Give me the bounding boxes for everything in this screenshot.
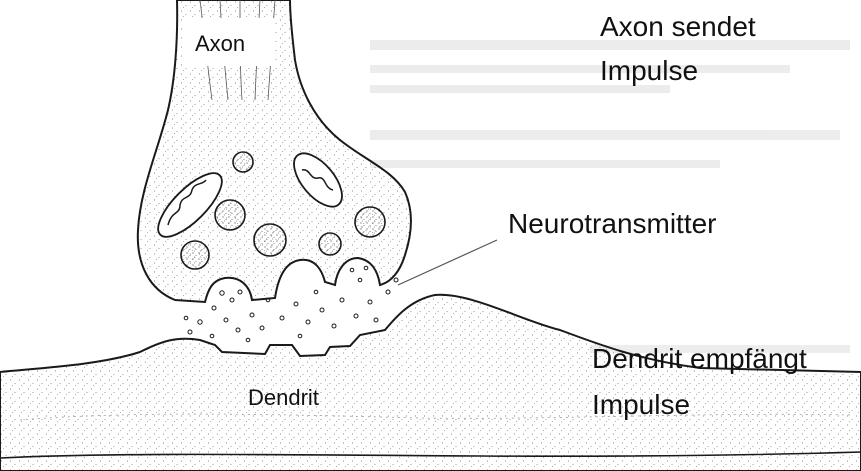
neurotransmitter-pointer [398,240,497,285]
label-axon: Axon [195,31,245,56]
label-neurotransmitter: Neurotransmitter [508,208,717,239]
label-dendrite-receives-line1: Dendrit empfängt [592,343,807,374]
label-axon-sends-line2: Impulse [600,55,698,86]
axon-terminal-shape [138,0,411,302]
label-axon-sends-line1: Axon sendet [600,11,756,42]
dendrite-shape [0,295,861,471]
label-dendrite: Dendrit [248,385,319,410]
label-dendrite-receives-line2: Impulse [592,389,690,420]
